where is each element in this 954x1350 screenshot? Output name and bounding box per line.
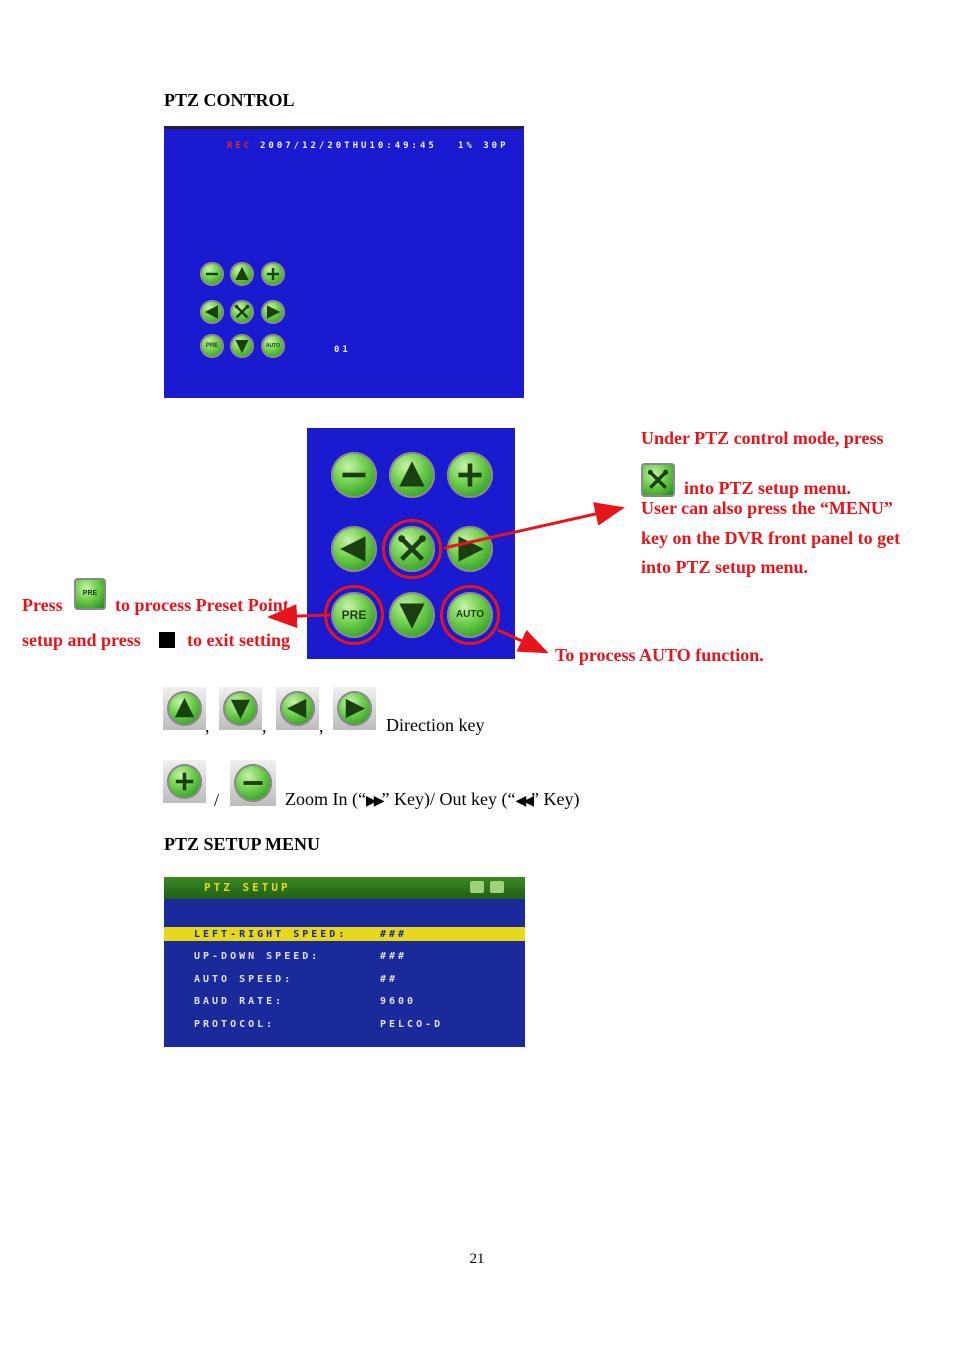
auto-button[interactable]: AUTO xyxy=(261,334,285,358)
callout-arrows xyxy=(267,502,625,654)
setup-callout-line5: into PTZ setup menu. xyxy=(641,557,809,577)
ptz-control-heading: PTZ CONTROL xyxy=(164,90,295,110)
up-button-large[interactable] xyxy=(389,452,435,498)
left-button-large[interactable] xyxy=(331,526,377,572)
setup-row-value[interactable]: PELCO-D xyxy=(380,1019,444,1030)
right-button-large[interactable] xyxy=(447,526,493,572)
plus-icon xyxy=(167,764,202,799)
zoom-in-button[interactable] xyxy=(261,262,285,286)
direction-key-label: Direction key xyxy=(386,715,485,735)
auto-callout: To process AUTO function. xyxy=(555,645,764,665)
setup-row-label[interactable]: UP-DOWN SPEED: xyxy=(194,951,321,962)
direction-sep-3: , xyxy=(319,716,324,736)
down-button-large[interactable] xyxy=(389,592,435,638)
tools-icon xyxy=(641,463,675,497)
preset-icon-inline: PRE xyxy=(74,578,106,610)
channel-readout: 01 xyxy=(334,345,351,355)
left-key-thumb xyxy=(276,687,319,730)
setup-callout-line2: into PTZ setup menu. xyxy=(684,478,852,498)
setup-highlight-ring xyxy=(382,519,442,579)
setup-row-label[interactable]: AUTO SPEED: xyxy=(194,974,294,985)
right-key-thumb xyxy=(333,687,376,730)
zoom-text-b: ” Key)/ Out key (“ xyxy=(381,789,516,809)
left-key xyxy=(280,691,315,726)
zoom-in-key xyxy=(167,764,202,799)
ptz-button-panel: PRE AUTO xyxy=(307,428,515,659)
setup-arrow xyxy=(443,502,625,550)
datetime-readout: 2007/12/20THU10:49:45 xyxy=(260,141,437,151)
up-button[interactable] xyxy=(230,262,254,286)
setup-row-value[interactable]: 9600 xyxy=(380,996,417,1007)
zoom-text-a: Zoom In (“ xyxy=(285,789,366,809)
setup-row-value[interactable]: ## xyxy=(380,974,399,985)
right-button[interactable] xyxy=(261,300,285,324)
rec-indicator: REC xyxy=(227,141,253,151)
zoom-in-button-large[interactable] xyxy=(447,452,493,498)
dvr-screen: REC 2007/12/20THU10:49:45 1% 30P PRE AUT… xyxy=(164,126,524,398)
up-key-thumb xyxy=(163,687,206,730)
close-icon[interactable] xyxy=(490,881,504,893)
minus-icon xyxy=(234,764,272,802)
right-key xyxy=(337,691,372,726)
ptz-setup-heading: PTZ SETUP MENU xyxy=(164,834,321,854)
page-number: 21 xyxy=(469,1251,485,1267)
zoom-out-button[interactable] xyxy=(200,262,224,286)
setup-callout-line4: key on the DVR front panel to get xyxy=(641,528,901,548)
preset-callout-line2a: setup and press xyxy=(22,630,141,650)
preset-callout-line1: to process Preset Point xyxy=(115,595,289,615)
setup-callout-line1: Under PTZ control mode, press xyxy=(641,428,884,448)
ptz-setup-screen: PTZ SETUP LEFT-RIGHT SPEED: ### UP-DOWN … xyxy=(164,877,525,1047)
setup-row-label[interactable]: BAUD RATE: xyxy=(194,996,285,1007)
setup-callout-line3: User can also press the “MENU” xyxy=(641,498,893,518)
zoom-out-button-large[interactable] xyxy=(331,452,377,498)
up-arrow-icon xyxy=(167,691,202,726)
setup-title: PTZ SETUP xyxy=(204,881,291,894)
left-button[interactable] xyxy=(200,300,224,324)
rewind-icon: ◀◀ xyxy=(515,793,533,809)
back-icon[interactable] xyxy=(470,881,484,893)
down-arrow-icon xyxy=(223,691,258,726)
setup-icon-inline xyxy=(641,463,675,497)
preset-callout-press: Press xyxy=(22,595,63,615)
direction-sep-2: , xyxy=(262,716,267,736)
setup-row-value[interactable]: ### xyxy=(380,929,408,940)
auto-highlight-ring xyxy=(440,585,500,645)
zoom-out-key xyxy=(234,764,272,802)
zoom-out-key-thumb xyxy=(230,760,276,806)
setup-title-bar: PTZ SETUP xyxy=(164,877,525,899)
preset-button[interactable]: PRE xyxy=(200,334,224,358)
fast-forward-icon: ▶▶ xyxy=(365,793,384,809)
setup-button[interactable] xyxy=(230,300,254,324)
selected-row-highlight xyxy=(164,927,525,941)
zoom-sep: / xyxy=(214,790,220,810)
zoom-in-key-thumb xyxy=(163,760,206,803)
down-key-thumb xyxy=(219,687,262,730)
auto-arrow xyxy=(497,628,549,654)
down-key xyxy=(223,691,258,726)
setup-row-value[interactable]: ### xyxy=(380,951,408,962)
stop-icon xyxy=(159,632,175,648)
status-readout: 1% 30P xyxy=(458,141,509,151)
setup-row-label[interactable]: LEFT-RIGHT SPEED: xyxy=(194,929,348,940)
right-arrow-icon xyxy=(337,691,372,726)
zoom-text-c: ” Key) xyxy=(531,789,580,809)
direction-sep-1: , xyxy=(205,716,210,736)
up-key xyxy=(167,691,202,726)
left-arrow-icon xyxy=(280,691,315,726)
preset-callout-line2b: to exit setting xyxy=(187,630,290,650)
preset-arrow xyxy=(267,604,331,629)
down-button[interactable] xyxy=(230,334,254,358)
setup-row-label[interactable]: PROTOCOL: xyxy=(194,1019,276,1030)
zoom-description: Zoom In (“▶▶” Key)/ Out key (“◀◀” Key) xyxy=(285,789,580,810)
